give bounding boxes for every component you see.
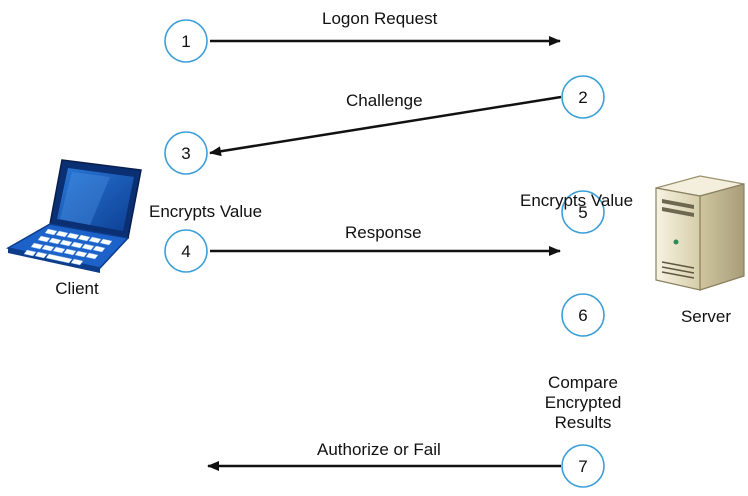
compare-line-3: Results: [554, 413, 612, 432]
compare-label: Compare Encrypted Results: [545, 373, 622, 433]
step-number: 1: [181, 32, 190, 51]
response-label: Response: [345, 223, 422, 242]
client-label: Client: [55, 279, 99, 298]
step-number: 2: [578, 88, 587, 107]
step-circle-4: 4: [164, 229, 208, 273]
step-number: 5: [578, 203, 587, 222]
step-circle-3: 3: [164, 131, 208, 175]
challenge-arrow: [209, 95, 562, 157]
step-number: 3: [181, 144, 190, 163]
server-label: Server: [680, 307, 732, 326]
step-number: 7: [578, 457, 587, 476]
server-icon: [655, 175, 745, 291]
compare-line-2: Encrypted: [544, 393, 622, 412]
step-number: 6: [578, 306, 587, 325]
step-circle-1: 1: [164, 19, 208, 63]
compare-line-1: Compare: [548, 373, 618, 392]
logon-request-label: Logon Request: [322, 9, 438, 28]
challenge-label: Challenge: [346, 91, 423, 110]
client-encrypts-label: Encrypts Value: [149, 202, 263, 221]
step-circle-2: 2: [561, 75, 605, 119]
server-encrypts-label: Encrypts Value: [520, 191, 634, 210]
step-circle-5: 5: [561, 190, 605, 234]
step-number: 4: [181, 242, 190, 261]
authorize-label: Authorize or Fail: [317, 440, 441, 459]
step-circle-7: 7: [561, 444, 605, 488]
step-circle-6: 6: [561, 293, 605, 337]
laptop-icon: [5, 159, 142, 273]
